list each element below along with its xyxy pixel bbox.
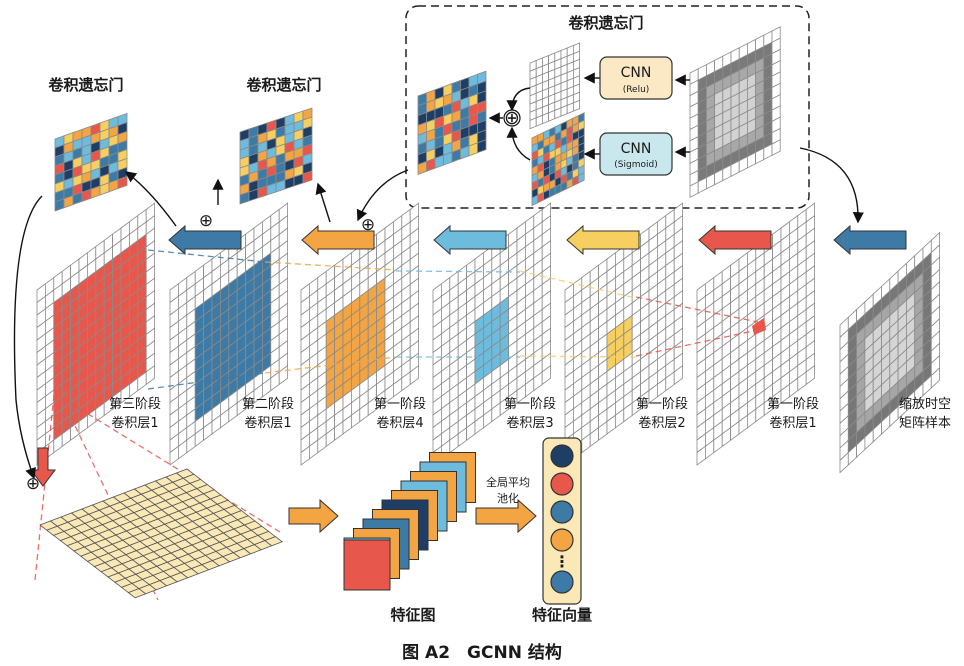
flow-arrow	[356, 169, 409, 222]
cnn-sigmoid-name: CNN	[621, 141, 652, 157]
layer-label-2-line2: 卷积层1	[244, 415, 291, 431]
gate-mid-output-grid	[239, 107, 313, 205]
flow-arrow	[124, 171, 177, 227]
relu-output-grid	[529, 42, 580, 130]
grid-cell	[673, 364, 683, 386]
feature-map-front	[343, 539, 391, 591]
stage-arrows	[30, 224, 907, 534]
layer-label-5-line2: 卷积层2	[638, 415, 685, 431]
bottom-section	[39, 437, 582, 605]
pool-label-line1: 全局平均	[486, 475, 530, 489]
flow-arrow	[315, 182, 331, 223]
flow-arrow	[506, 87, 531, 112]
gate-mid-title: 卷积遗忘门	[245, 76, 321, 94]
plus-icon: ⊕	[26, 474, 40, 494]
cnn-relu-box: CNN (Relu)	[599, 56, 673, 100]
dash-line	[264, 261, 397, 271]
flow-arrow	[799, 147, 864, 224]
dash-line	[635, 296, 759, 323]
plus-icon: ⊕	[361, 215, 375, 235]
feature-map-label: 特征图	[390, 606, 435, 624]
grid-cell	[302, 170, 313, 184]
dash-line	[635, 329, 759, 357]
feature-vector-node	[550, 472, 574, 496]
layer-label-1-line1: 第三阶段	[109, 397, 161, 412]
layer-label-6-line2: 卷积层1	[769, 415, 816, 431]
figure-caption: 图 A2 GCNN 结构	[402, 642, 562, 663]
cnn-sigmoid-box: CNN (Sigmoid)	[599, 132, 673, 176]
grid-cell	[145, 364, 156, 386]
conv-layer-grid-2	[169, 202, 289, 466]
input-sample-grid	[839, 231, 940, 474]
conv-layer-grid-3	[300, 202, 420, 466]
grid-cell	[805, 364, 815, 386]
grid-cell	[117, 175, 128, 190]
feature-vector-node	[550, 444, 574, 468]
grid-cell	[573, 99, 580, 112]
stage-arrow	[168, 224, 242, 256]
grid-cell	[771, 139, 781, 156]
dash-line	[395, 270, 521, 273]
cnn-sigmoid-act: (Sigmoid)	[614, 160, 657, 170]
cnn-relu-act: (Relu)	[623, 85, 650, 95]
layer-label-4-line2: 卷积层3	[506, 415, 553, 431]
layer-label-3-line1: 第一阶段	[374, 397, 426, 412]
grid-cell	[541, 364, 551, 386]
stage-arrow	[566, 224, 640, 256]
stage-arrow	[433, 224, 507, 256]
gate-output-grid	[417, 70, 487, 175]
plus-circle	[503, 109, 521, 127]
conv-layer-grid-4	[432, 202, 551, 466]
conv-layer-grid-1	[36, 202, 156, 466]
stage-arrow	[301, 224, 375, 256]
vector-dots: ⋮	[554, 552, 570, 571]
layer-label-6-line1: 第一阶段	[767, 397, 819, 412]
layer-label-3-line2: 卷积层4	[376, 415, 423, 431]
layer-label-4-line1: 第一阶段	[504, 397, 556, 412]
right-arrow	[288, 498, 339, 534]
feature-vector-node	[550, 528, 574, 552]
dash-line	[34, 384, 56, 581]
dash-line	[61, 397, 281, 533]
layer-label-2-line1: 第二阶段	[242, 397, 294, 412]
right-arrow	[475, 498, 537, 534]
input-label-line2: 矩阵样本	[899, 416, 951, 431]
feature-vector-node	[550, 500, 574, 524]
cnn-relu-name: CNN	[621, 65, 652, 81]
gate-content	[13, 26, 864, 480]
flow-arrow	[13, 195, 43, 480]
flat-feature-cell	[264, 536, 284, 547]
plus-icon: ⊕	[504, 107, 520, 129]
layer-label-5-line1: 第一阶段	[636, 397, 688, 412]
sigmoid-output-grid	[531, 112, 585, 207]
conv-layers	[36, 202, 940, 474]
flow-arrow	[506, 126, 531, 161]
conv-layer-grid-5	[564, 202, 683, 466]
forget-gate-box	[405, 5, 810, 209]
feature-vector-label: 特征向量	[532, 606, 592, 624]
stage-arrow	[698, 224, 772, 256]
down-arrow	[30, 447, 56, 487]
gate-box-title: 卷积遗忘门	[567, 14, 643, 32]
input-label-line1: 缩放时空	[899, 396, 951, 412]
dash-line	[264, 356, 397, 374]
grid-cell	[477, 139, 487, 154]
conv-layer-grid-6	[696, 202, 815, 466]
grid-cell	[409, 364, 420, 386]
stage-arrow	[833, 224, 907, 256]
grid-cell	[578, 172, 585, 184]
feature-vector-node	[550, 570, 574, 594]
grid-cell	[930, 366, 940, 389]
layer-label-1-line2: 卷积层1	[111, 415, 158, 431]
gate-input-grid	[689, 26, 781, 198]
plus-icon: ⊕	[199, 211, 213, 231]
gate-left-title: 卷积遗忘门	[47, 76, 123, 94]
pool-label-line2: 池化	[497, 491, 519, 505]
gate-left-output-grid	[54, 112, 128, 212]
